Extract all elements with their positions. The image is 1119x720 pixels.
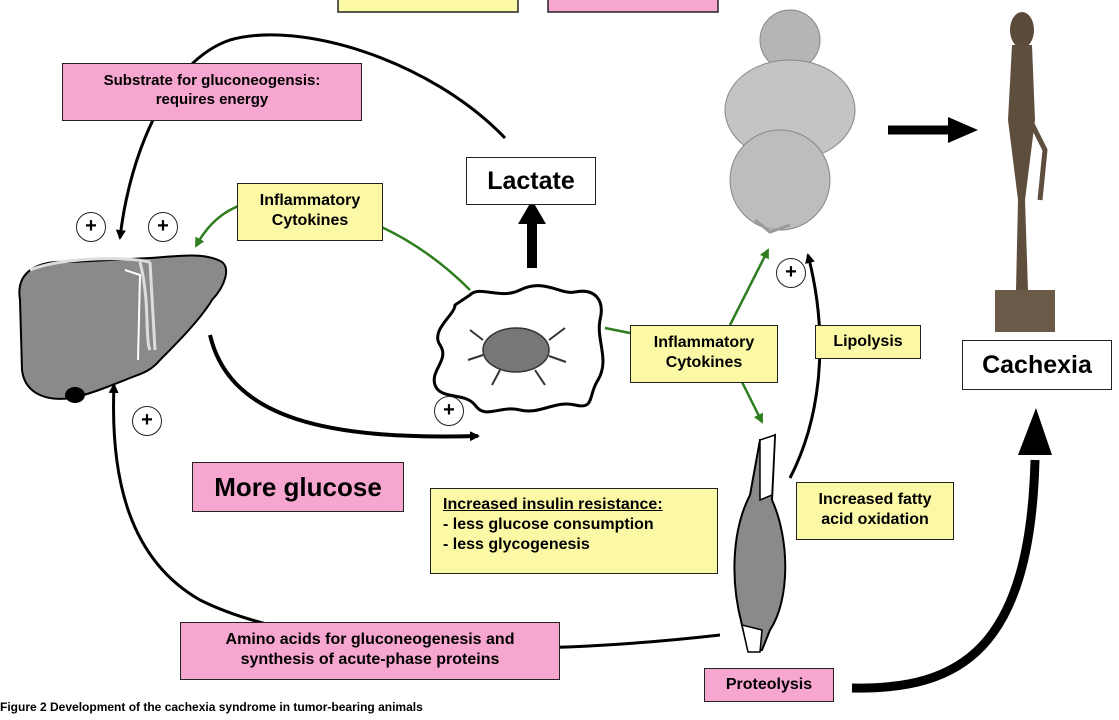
fatty-acid-line-1: Increased fatty: [818, 491, 932, 508]
figure-caption-bold: Figure 2 Development of the cachexia syn…: [0, 700, 423, 714]
muscle-to-venus-arrow: [788, 253, 822, 479]
cytokines-left-line-2: Cytokines: [271, 212, 349, 229]
lipolysis-box: Lipolysis: [815, 325, 921, 359]
amino-acids-line-2: synthesis of acute-phase proteins: [240, 651, 500, 668]
tumor-illustration: [432, 284, 605, 414]
amino-acids-box: Amino acids for gluconeogenesis and synt…: [180, 622, 560, 680]
plus-sign-tumor: +: [434, 396, 464, 426]
more-glucose-box: More glucose: [192, 462, 404, 512]
plus-sign-liver-3: +: [132, 406, 162, 436]
insulin-resistance-box: Increased insulin resistance: - less glu…: [430, 488, 718, 574]
fatty-acid-oxidation-box: Increased fatty acid oxidation: [796, 482, 954, 540]
lactate-box: Lactate: [466, 157, 596, 205]
top-cutoff-pink-box: [547, 0, 719, 13]
proteolysis-to-cachexia-arrow: [1018, 408, 1052, 455]
muscle-illustration: [733, 433, 787, 653]
insulin-title: Increased insulin resistance:: [443, 496, 663, 513]
top-cutoff-yellow-box: [337, 0, 519, 13]
thin-figure-illustration: [995, 12, 1055, 332]
plus-sign-liver-2: +: [148, 212, 178, 242]
amino-acids-line-1: Amino acids for gluconeogenesis and: [225, 631, 515, 648]
cytokines-right-line-1: Inflammatory: [653, 334, 755, 351]
figure-caption: Figure 2 Development of the cachexia syn…: [0, 700, 1119, 720]
plus-sign-liver-1: +: [76, 212, 106, 242]
insulin-line-1: - less glucose consumption: [443, 516, 654, 533]
proteolysis-box: Proteolysis: [704, 668, 834, 702]
inflammatory-cytokines-right-box: Inflammatory Cytokines: [630, 325, 778, 383]
cachexia-box: Cachexia: [962, 340, 1112, 390]
venus-to-cachexia-arrow: [948, 117, 978, 143]
substrate-line-2: requires energy: [155, 90, 269, 108]
cytokines-right-line-2: Cytokines: [665, 354, 743, 371]
plus-sign-venus: +: [776, 258, 806, 288]
lactate-to-liver-arrow: [115, 33, 507, 240]
cytokines-left-line-1: Inflammatory: [259, 192, 361, 209]
venus-figurine-illustration: [724, 9, 856, 234]
liver-illustration: [18, 254, 228, 403]
liver-to-tumor-arrow: [208, 334, 480, 442]
fatty-acid-line-2: acid oxidation: [821, 511, 929, 528]
cytokines-to-muscle-arrow: [740, 381, 764, 424]
substrate-line-1: Substrate for gluconeogensis:: [103, 72, 321, 89]
substrate-gluconeogenesis-box: Substrate for gluconeogensis: requires e…: [62, 63, 362, 121]
insulin-line-2: - less glycogenesis: [443, 536, 590, 553]
cytokines-to-venus-arrow: [728, 248, 770, 326]
inflammatory-cytokines-left-box: Inflammatory Cytokines: [237, 183, 383, 241]
